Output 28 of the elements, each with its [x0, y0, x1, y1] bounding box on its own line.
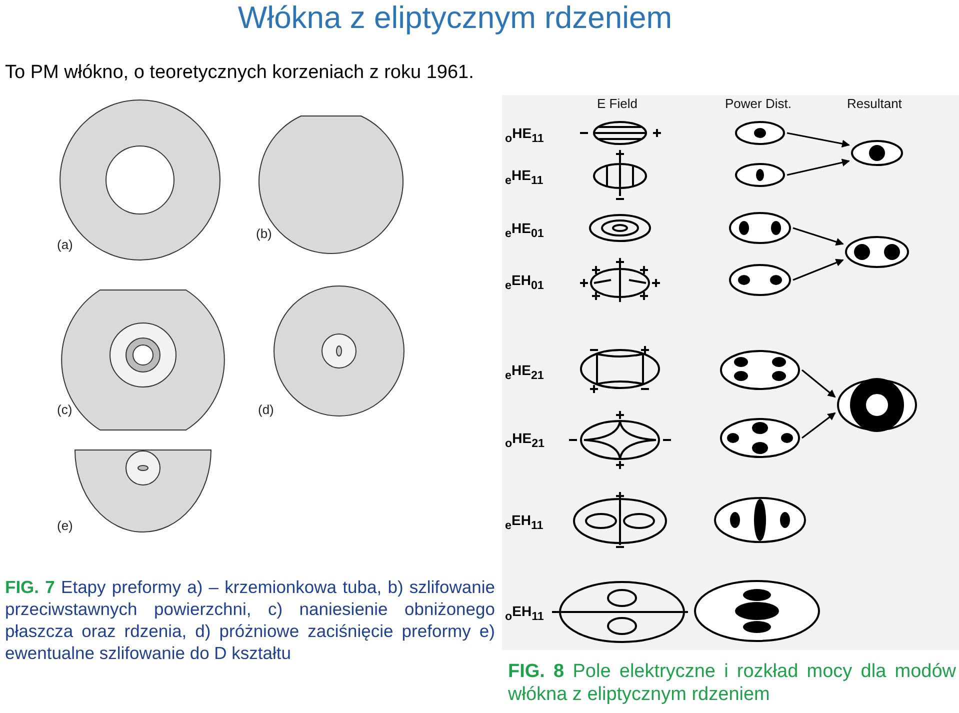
- arrow: [786, 132, 850, 148]
- column-heading: Power Dist.: [725, 96, 792, 111]
- mode-label: $_{e}$EH$_{11}$: [505, 513, 544, 532]
- mode-label: $_{e}$HE$_{01}$: [505, 221, 544, 240]
- mode-label: $_{o}$HE$_{11}$: [505, 126, 544, 144]
- mode-label: $_{e}$HE$_{11}$: [505, 168, 544, 186]
- arrow: [792, 258, 844, 281]
- mode-label: $_{e}$HE$_{21}$: [505, 363, 544, 382]
- panel-label: (a): [57, 237, 73, 252]
- arrow: [802, 412, 836, 439]
- subtitle: To PM włókno, o teoretycznych korzeniach z roku 1961.: [5, 62, 474, 84]
- panel-label: (c): [57, 402, 72, 417]
- resultant-pattern: [836, 378, 918, 432]
- column-heading: Resultant: [847, 96, 902, 111]
- arrow: [802, 369, 836, 398]
- mode-label: $_{o}$EH$_{11}$: [505, 604, 544, 622]
- panel-label: (e): [57, 518, 73, 533]
- mode-label: $_{o}$HE$_{21}$: [505, 431, 545, 450]
- arrow: [786, 158, 850, 176]
- figure-caption: FIG. 7 Etapy preformy a) – krzemionkowa tuba, b) szlifowanie przeciwstawnych powierzchni, c) naniesienie obniżonego płaszcza oraz rdzenia, d) próżniowe zaciśnięcie preformy e) ewentualne szlifowanie do D kształtu: [5, 576, 495, 664]
- panel-label: (d): [258, 402, 274, 417]
- power-distribution-pattern: [693, 579, 821, 643]
- panel-label: (b): [256, 226, 272, 241]
- figure-caption: FIG. 8 Pole elektryczne i rozkład mocy dla modów włókna z eliptycznym rdzeniem: [508, 660, 956, 706]
- mode-label: $_{e}$EH$_{01}$: [505, 273, 544, 292]
- column-heading: E Field: [597, 96, 638, 111]
- title: Włókna z eliptycznym rdzeniem: [236, 0, 674, 36]
- arrow: [792, 227, 844, 246]
